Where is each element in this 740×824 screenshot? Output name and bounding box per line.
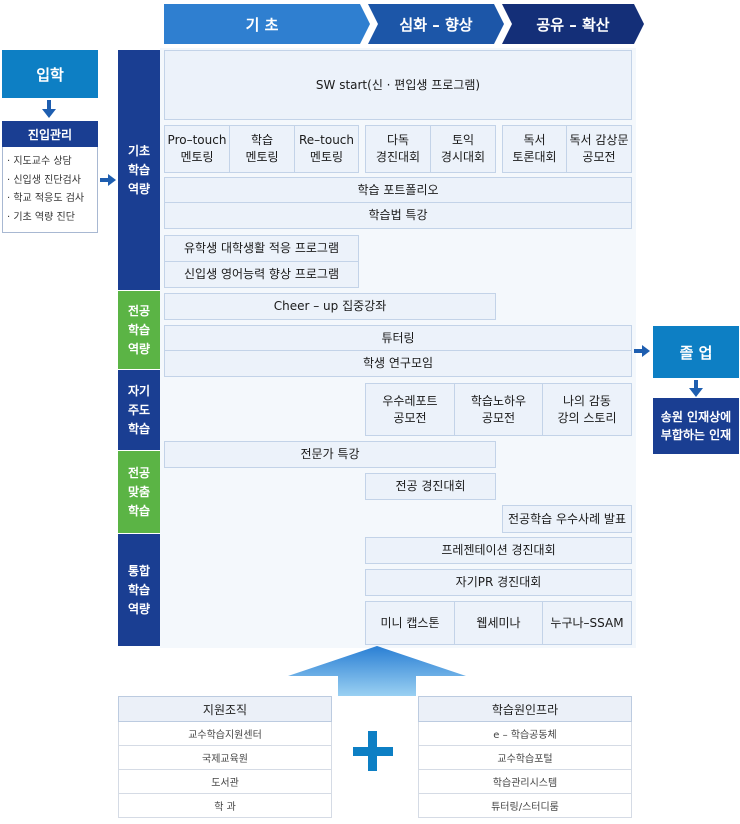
re-touch-box: Re–touch 멘토링 bbox=[294, 125, 359, 173]
phase-advanced: 심화 – 향상 bbox=[399, 15, 473, 34]
support-title: 지원조직 bbox=[118, 696, 332, 722]
english-program-box: 신입생 영어능력 향상 프로그램 bbox=[164, 261, 359, 288]
list-item: 도서관 bbox=[118, 770, 332, 794]
reading-debate-box: 독서 토론대회 bbox=[502, 125, 567, 173]
ssam-box: 누구나–SSAM bbox=[542, 601, 632, 645]
presentation-box: 프레젠테이션 경진대회 bbox=[365, 537, 632, 564]
category-self-directed: 자기 주도 학습 bbox=[118, 370, 160, 450]
graduation-box: 졸 업 bbox=[653, 326, 739, 378]
category-major-customized: 전공 맞춤 학습 bbox=[118, 451, 160, 533]
major-case-box: 전공학습 우수사례 발표 bbox=[502, 505, 632, 533]
management-title: 진입관리 bbox=[2, 121, 98, 147]
phase-basic: 기 초 bbox=[245, 15, 279, 34]
talent-box: 송원 인재상에 부합하는 인재 bbox=[653, 398, 739, 454]
down-arrow-icon bbox=[689, 380, 703, 397]
list-item: e – 학습공동체 bbox=[418, 722, 632, 746]
list-item: 학습관리시스템 bbox=[418, 770, 632, 794]
reading-contest-box: 다독 경진대회 bbox=[365, 125, 431, 173]
cheer-up-box: Cheer – up 집중강좌 bbox=[164, 293, 496, 320]
intl-program-box: 유학생 대학생활 적응 프로그램 bbox=[164, 235, 359, 262]
up-arrow-icon bbox=[288, 646, 466, 696]
right-arrow-icon bbox=[634, 345, 650, 357]
down-arrow-icon bbox=[42, 100, 56, 118]
knowhow-contest-box: 학습노하우 공모전 bbox=[454, 383, 543, 436]
mini-capstone-box: 미니 캡스톤 bbox=[365, 601, 455, 645]
infra-title: 학습원인프라 bbox=[418, 696, 632, 722]
management-list: · 지도교수 상담 · 신입생 진단검사 · 학교 적응도 검사 · 기초 역량… bbox=[2, 147, 98, 233]
portfolio-box: 학습 포트폴리오 bbox=[164, 177, 632, 203]
tutoring-box: 튜터링 bbox=[164, 325, 632, 351]
study-mentoring-box: 학습 멘토링 bbox=[229, 125, 295, 173]
lecture-box: 학습법 특강 bbox=[164, 202, 632, 229]
expert-lecture-box: 전문가 특강 bbox=[164, 441, 496, 468]
list-item: 교수학습포털 bbox=[418, 746, 632, 770]
admission-box: 입학 bbox=[2, 50, 98, 98]
major-contest-box: 전공 경진대회 bbox=[365, 473, 496, 500]
right-arrow-icon bbox=[100, 174, 116, 186]
pro-touch-box: Pro–touch 멘토링 bbox=[164, 125, 230, 173]
category-integrated: 통합 학습 역량 bbox=[118, 534, 160, 646]
list-item: · 신입생 진단검사 bbox=[7, 174, 81, 186]
webinar-box: 웹세미나 bbox=[454, 601, 543, 645]
list-item: · 지도교수 상담 bbox=[7, 156, 72, 167]
category-basic-competence: 기초 학습 역량 bbox=[118, 50, 160, 290]
list-item: 국제교육원 bbox=[118, 746, 332, 770]
toeic-contest-box: 토익 경시대회 bbox=[430, 125, 496, 173]
list-item: 학 과 bbox=[118, 794, 332, 818]
phase-sharing: 공유 – 확산 bbox=[536, 15, 610, 34]
story-box: 나의 감동 강의 스토리 bbox=[542, 383, 632, 436]
plus-icon bbox=[353, 731, 393, 771]
list-item: 교수학습지원센터 bbox=[118, 722, 332, 746]
phase-arrows bbox=[164, 4, 644, 44]
category-major-competence: 전공 학습 역량 bbox=[118, 291, 160, 369]
report-contest-box: 우수레포트 공모전 bbox=[365, 383, 455, 436]
sw-start-box: SW start(신 · 편입생 프로그램) bbox=[164, 50, 632, 120]
study-group-box: 학생 연구모임 bbox=[164, 350, 632, 377]
review-contest-box: 독서 감상문 공모전 bbox=[566, 125, 632, 173]
list-item: · 학교 적응도 검사 bbox=[7, 193, 85, 204]
list-item: 튜터링/스터디룸 bbox=[418, 794, 632, 818]
pr-contest-box: 자기PR 경진대회 bbox=[365, 569, 632, 596]
list-item: · 기초 역량 진단 bbox=[7, 211, 75, 223]
